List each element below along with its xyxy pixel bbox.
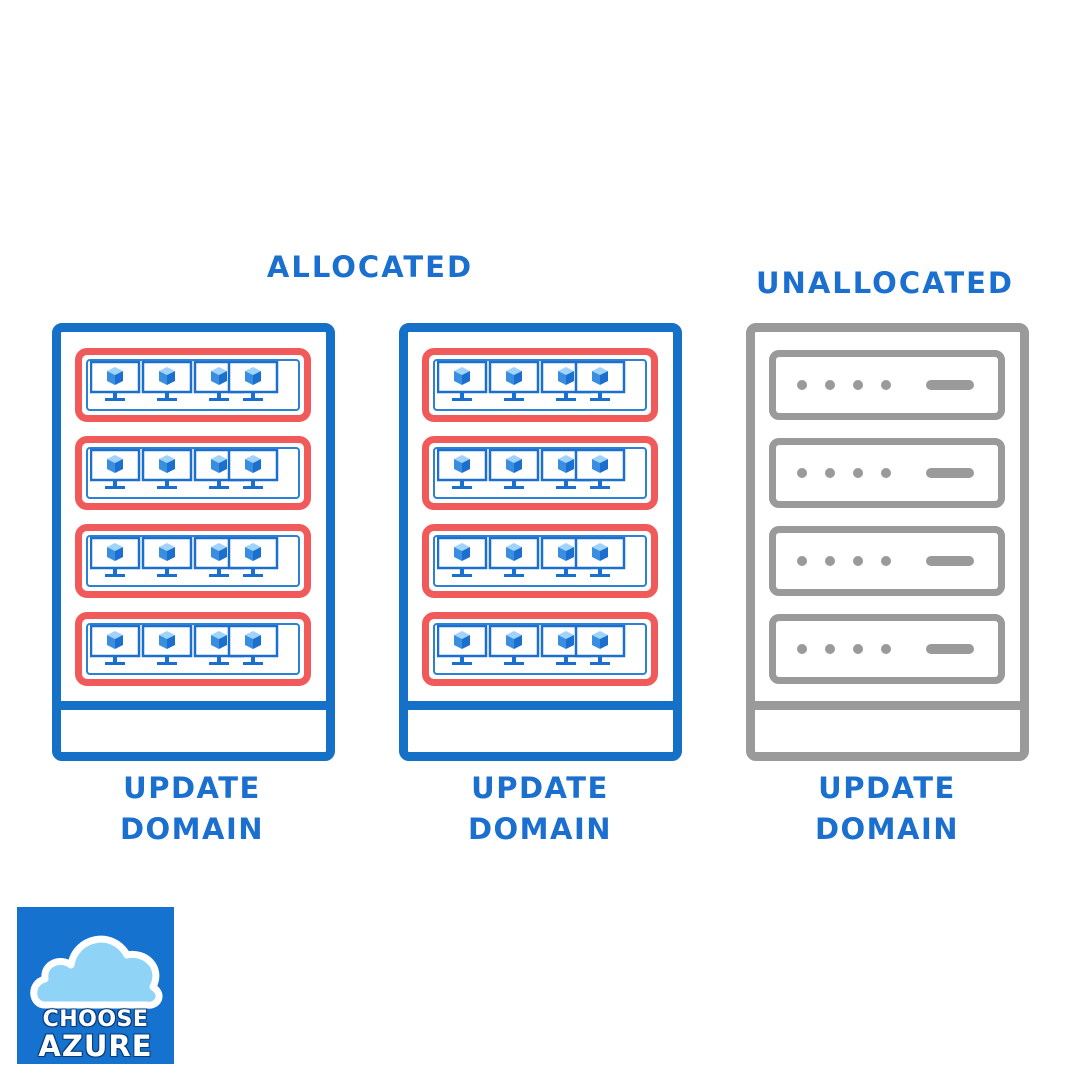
unallocated-heading: UNALLOCATED xyxy=(756,266,1014,300)
virtual-machine-icon xyxy=(488,361,540,401)
caption-line-update: UPDATE xyxy=(818,771,956,805)
slot-inner-frame xyxy=(86,623,300,675)
vm-host-slot xyxy=(75,348,311,422)
caption-line-domain: DOMAIN xyxy=(814,812,960,846)
server-unit-icon xyxy=(797,380,974,390)
server-unit-icon xyxy=(797,556,974,566)
virtual-machine-icon xyxy=(141,361,193,401)
rack-1-caption: UPDATE DOMAIN xyxy=(52,768,332,850)
server-unit-icon xyxy=(797,644,974,654)
caption-line-domain: DOMAIN xyxy=(467,812,613,846)
vm-group xyxy=(437,449,626,489)
rack-base xyxy=(746,701,1029,752)
vm-host-slot xyxy=(422,348,658,422)
virtual-machine-icon xyxy=(227,537,279,577)
allocated-heading: ALLOCATED xyxy=(266,250,474,284)
choose-azure-logo: CHOOSE AZURE xyxy=(17,907,174,1064)
empty-server-slot xyxy=(769,438,1005,508)
virtual-machine-icon xyxy=(90,449,141,489)
caption-line-update: UPDATE xyxy=(471,771,609,805)
virtual-machine-icon xyxy=(90,361,141,401)
vm-host-slot xyxy=(75,524,311,598)
slot-inner-frame xyxy=(433,447,647,499)
allocated-rack-2 xyxy=(399,323,682,761)
virtual-machine-icon xyxy=(574,537,626,577)
rack-base xyxy=(52,701,335,752)
virtual-machine-icon xyxy=(227,361,279,401)
virtual-machine-icon xyxy=(488,537,540,577)
rack-3-caption: UPDATE DOMAIN xyxy=(747,768,1027,850)
vm-group xyxy=(90,361,279,401)
virtual-machine-icon xyxy=(437,625,488,665)
slot-inner-frame xyxy=(86,447,300,499)
logo-line-azure: AZURE xyxy=(38,1029,153,1063)
slot-inner-frame xyxy=(86,535,300,587)
slot-inner-frame xyxy=(433,623,647,675)
vm-host-slot xyxy=(422,436,658,510)
slot-inner-frame xyxy=(433,359,647,411)
unallocated-rack xyxy=(746,323,1029,761)
caption-line-update: UPDATE xyxy=(123,771,261,805)
vm-host-slot xyxy=(422,524,658,598)
virtual-machine-icon xyxy=(437,449,488,489)
empty-server-slot xyxy=(769,614,1005,684)
rack-2-caption: UPDATE DOMAIN xyxy=(400,768,680,850)
allocated-rack-1 xyxy=(52,323,335,761)
virtual-machine-icon xyxy=(574,449,626,489)
virtual-machine-icon xyxy=(488,449,540,489)
vm-group xyxy=(437,361,626,401)
caption-line-domain: DOMAIN xyxy=(119,812,265,846)
virtual-machine-icon xyxy=(437,361,488,401)
virtual-machine-icon xyxy=(574,625,626,665)
rack-base xyxy=(399,701,682,752)
virtual-machine-icon xyxy=(227,449,279,489)
virtual-machine-icon xyxy=(227,625,279,665)
vm-host-slot xyxy=(75,612,311,686)
slot-inner-frame xyxy=(86,359,300,411)
vm-group xyxy=(437,537,626,577)
empty-server-slot xyxy=(769,350,1005,420)
vm-group xyxy=(90,625,279,665)
virtual-machine-icon xyxy=(90,625,141,665)
virtual-machine-icon xyxy=(90,537,141,577)
virtual-machine-icon xyxy=(141,537,193,577)
vm-host-slot xyxy=(422,612,658,686)
empty-server-slot xyxy=(769,526,1005,596)
virtual-machine-icon xyxy=(488,625,540,665)
slot-inner-frame xyxy=(433,535,647,587)
virtual-machine-icon xyxy=(437,537,488,577)
cloud-icon xyxy=(30,935,163,1009)
server-unit-icon xyxy=(797,468,974,478)
virtual-machine-icon xyxy=(574,361,626,401)
vm-group xyxy=(437,625,626,665)
vm-group xyxy=(90,537,279,577)
virtual-machine-icon xyxy=(141,625,193,665)
logo-line-choose: CHOOSE xyxy=(42,1007,149,1032)
virtual-machine-icon xyxy=(141,449,193,489)
vm-group xyxy=(90,449,279,489)
vm-host-slot xyxy=(75,436,311,510)
